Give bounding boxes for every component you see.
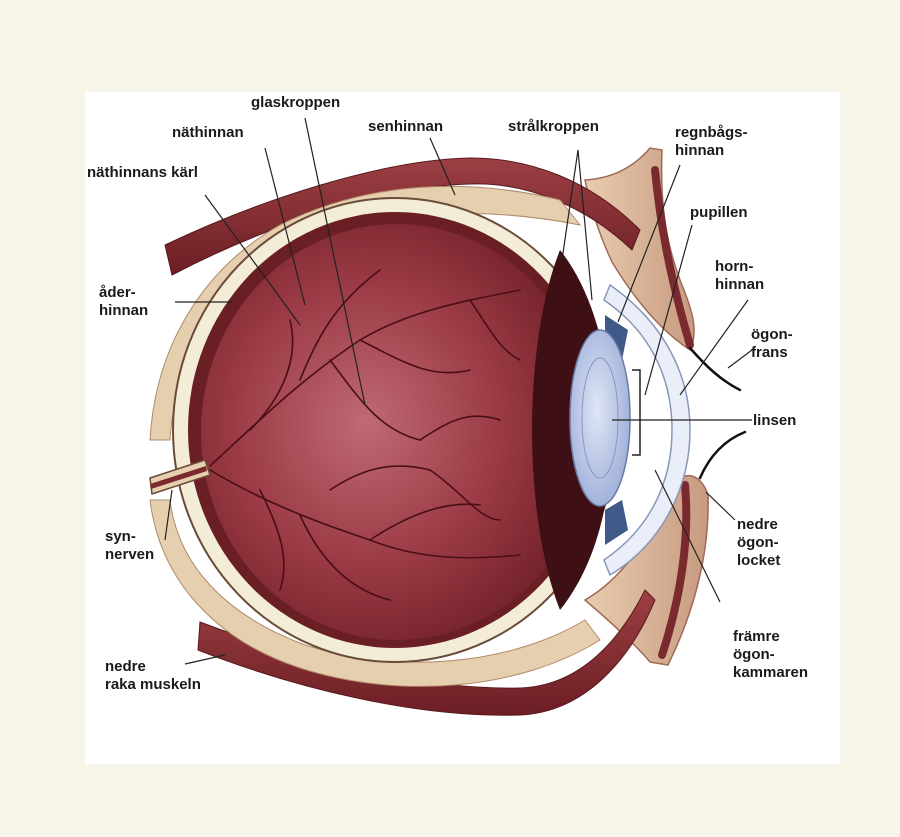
label-regnbagshinnan-line2: hinnan [675,142,748,160]
label-pupillen: pupillen [690,204,748,222]
label-nedre-ogonlocket: nedre ögon- locket [737,516,780,570]
label-linsen: linsen [753,412,796,430]
label-framre-ogonkammaren: främre ögon- kammaren [733,628,808,682]
label-hornhinnan: horn- hinnan [715,258,764,294]
label-ogonfrans-line2: frans [751,344,793,362]
label-nedre-raka-muskeln-line2: raka muskeln [105,676,201,694]
label-pupillen-text: pupillen [690,204,748,221]
lens-bracket [632,370,640,455]
lower-eyelash [700,432,745,478]
label-senhinnan-text: senhinnan [368,118,443,135]
label-ogonfrans-line1: ögon- [751,326,793,344]
label-framre-ogonkammaren-line2: ögon- [733,646,808,664]
iris-lower [605,500,628,545]
label-stralkroppen: strålkroppen [508,118,599,136]
upper-eyelash [690,348,740,390]
label-nathinnan-text: näthinnan [172,124,244,141]
label-nathinnan: näthinnan [172,124,244,142]
label-glaskroppen: glaskroppen [251,94,340,112]
label-nathinnans-karl: näthinnans kärl [87,164,198,182]
label-nathinnans-karl-text: näthinnans kärl [87,164,198,181]
label-linsen-text: linsen [753,412,796,429]
label-synnerven-line1: syn- [105,528,154,546]
label-hornhinnan-line1: horn- [715,258,764,276]
label-synnerven: syn- nerven [105,528,154,564]
label-stralkroppen-text: strålkroppen [508,118,599,135]
label-nedre-ogonlocket-line3: locket [737,552,780,570]
label-regnbagshinnan: regnbågs- hinnan [675,124,748,160]
label-aderhinnan-line2: hinnan [99,302,148,320]
label-aderhinnan-line1: åder- [99,284,148,302]
label-nedre-ogonlocket-line2: ögon- [737,534,780,552]
label-glaskroppen-text: glaskroppen [251,94,340,111]
label-framre-ogonkammaren-line1: främre [733,628,808,646]
label-hornhinnan-line2: hinnan [715,276,764,294]
label-framre-ogonkammaren-line3: kammaren [733,664,808,682]
label-nedre-raka-muskeln-line1: nedre [105,658,201,676]
label-aderhinnan: åder- hinnan [99,284,148,320]
label-synnerven-line2: nerven [105,546,154,564]
label-nedre-ogonlocket-line1: nedre [737,516,780,534]
lens [570,330,630,506]
label-regnbagshinnan-line1: regnbågs- [675,124,748,142]
label-nedre-raka-muskeln: nedre raka muskeln [105,658,201,694]
diagram-frame: glaskroppen näthinnan senhinnan strålkro… [85,92,840,764]
label-ogonfrans: ögon- frans [751,326,793,362]
label-senhinnan: senhinnan [368,118,443,136]
